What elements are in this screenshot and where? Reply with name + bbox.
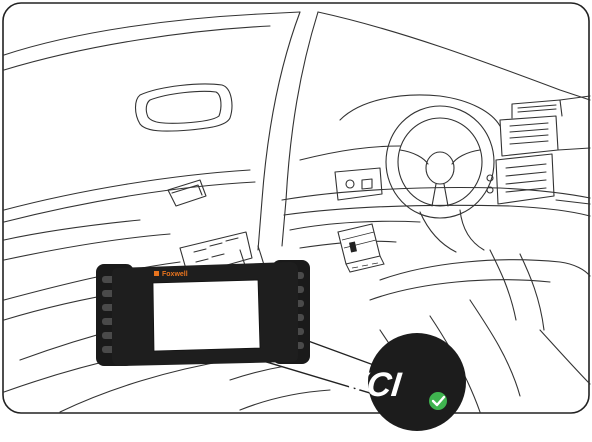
vci-label: VCI xyxy=(342,366,404,404)
brand-logo-icon xyxy=(154,271,159,276)
brand-label: Foxwell xyxy=(162,271,188,278)
device-screen xyxy=(153,280,260,351)
scan-tool-device: Foxwell xyxy=(96,260,310,366)
checkmark-icon xyxy=(428,391,448,411)
